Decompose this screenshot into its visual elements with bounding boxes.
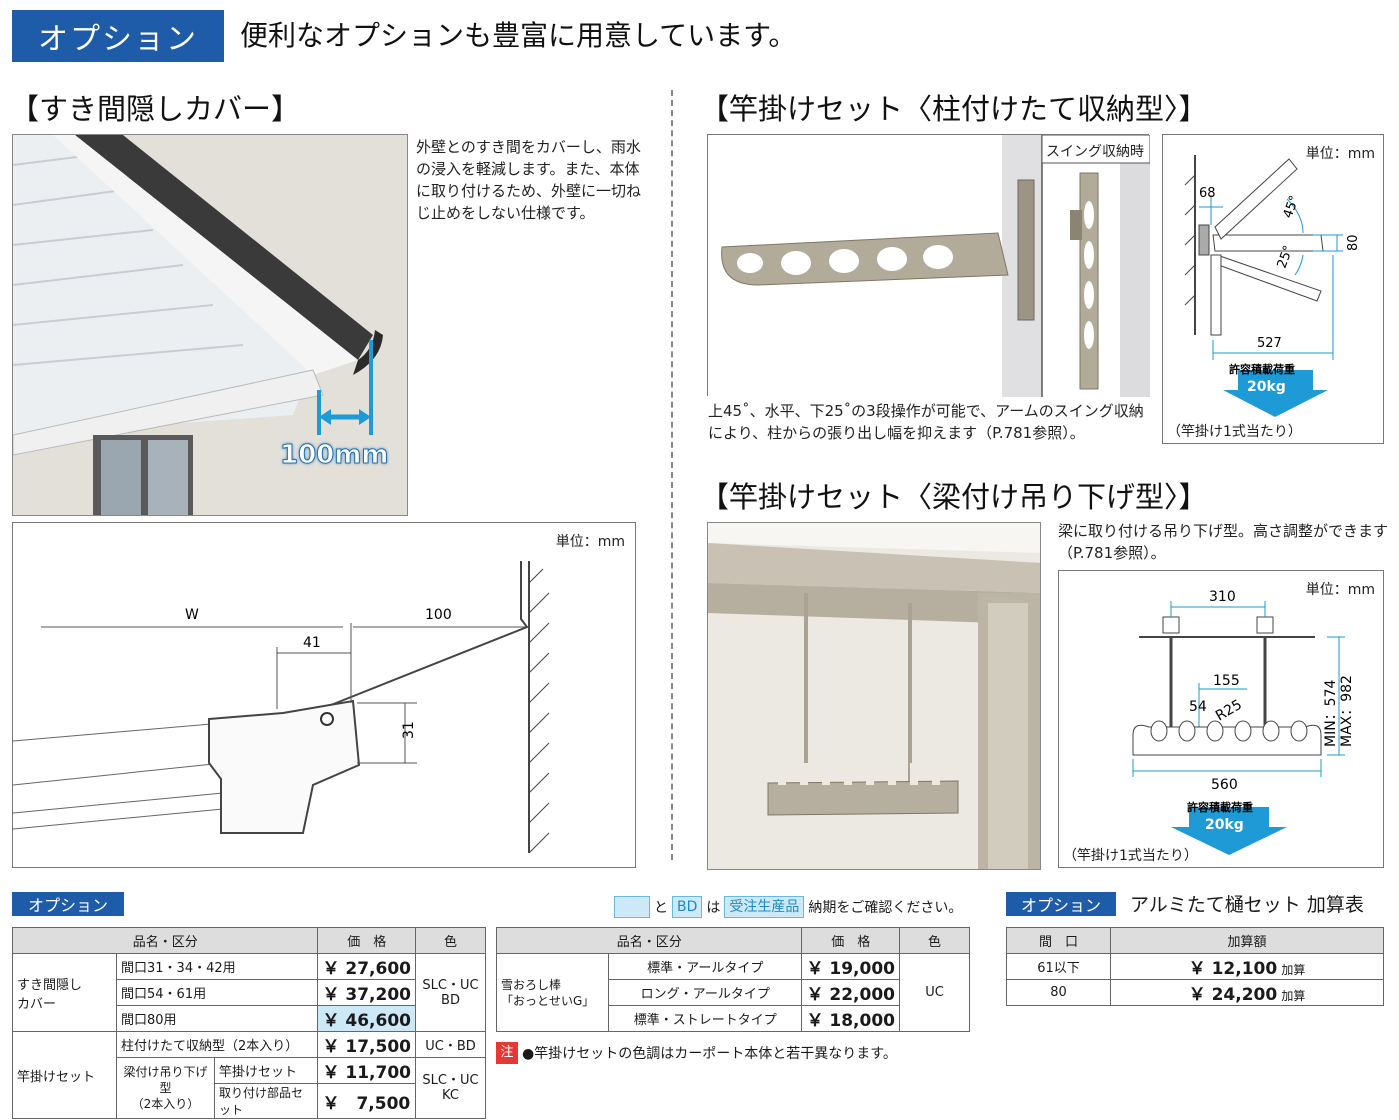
beam-load-label: 許容積載荷重	[1187, 800, 1253, 814]
t2-color: UC	[899, 953, 970, 1032]
dim-310: 310	[1209, 589, 1236, 605]
table3-title: アルミたて樋セット 加算表	[1130, 894, 1364, 916]
section-divider	[671, 90, 673, 860]
t1-item: 竿掛けセット	[213, 1057, 319, 1084]
t1-subgroup-beam: 梁付け吊り下げ型 （2本入り）	[116, 1057, 215, 1119]
dim-68: 68	[1199, 186, 1216, 201]
t2-item: ロング・アールタイプ	[607, 979, 803, 1006]
pole-pillar-unit: 単位：mm	[1305, 146, 1375, 162]
angle-45: 45°	[1281, 194, 1303, 221]
t2-header-item: 品名・区分	[495, 927, 803, 954]
pole-pillar-title: 【竿掛けセット〈柱付けたて収納型〉】	[700, 92, 1208, 126]
legend-text: 納期をご確認ください。	[808, 900, 963, 916]
t1-item: 間口31・34・42用	[115, 953, 319, 980]
pole-beam-unit: 単位：mm	[1305, 582, 1375, 598]
cover-diagram-unit: 単位：mm	[555, 534, 625, 550]
dim-100: 100	[425, 607, 452, 623]
note-text: ●竿掛けセットの色調はカーポート本体と若干異なります。	[522, 1046, 897, 1062]
legend-wa: は	[706, 900, 721, 916]
pole-beam-diagram: 単位：mm 310 155 54 R25 560 MIN：574 MAX：982…	[1058, 570, 1384, 868]
dim-560: 560	[1211, 777, 1238, 793]
t2-item: 標準・ストレートタイプ	[607, 1005, 803, 1032]
options-table: 品名・区分 価 格 色 すき間隠し カバー 間口31・34・42用 ￥ 27,6…	[11, 927, 486, 1119]
t1-price: ￥ 7,500	[317, 1083, 416, 1119]
legend-and: と	[654, 900, 668, 916]
dim-527: 527	[1257, 336, 1282, 351]
dim-31: 31	[401, 721, 417, 739]
t2-price: ￥ 19,000	[801, 953, 900, 980]
t3-suffix: 加算	[1281, 989, 1306, 1003]
t2-item: 標準・アールタイプ	[607, 953, 803, 980]
dim-max: MAX：982	[1339, 675, 1355, 747]
snow-rake-table: 品名・区分 価 格 色 雪おろし棒 「おっとせいG」 標準・アールタイプ ￥ 1…	[495, 927, 970, 1032]
t1-group-pole: 竿掛けセット	[12, 1031, 117, 1119]
dim-80: 80	[1346, 234, 1361, 251]
swing-label: スイング収納時	[1046, 144, 1144, 160]
pole-pillar-diagram: 単位：mm 68 45° 25° 80 527 許容積載荷重 20kg （竿掛け…	[1162, 134, 1384, 444]
t2-header-color: 色	[899, 927, 970, 954]
cover-dimension-label: 100mm	[279, 440, 389, 471]
pole-pillar-photo: スイング収納時	[707, 134, 1150, 397]
dim-min: MIN：574	[1323, 680, 1339, 747]
t3-price: ￥ 24,200	[1188, 985, 1278, 1005]
legend: と BD は 受注生産品 納期をご確認ください。	[614, 896, 962, 918]
header-badge: オプション	[12, 10, 224, 62]
pole-beam-title: 【竿掛けセット〈梁付け吊り下げ型〉】	[700, 480, 1208, 514]
t3-price: ￥ 12,100	[1188, 959, 1278, 979]
legend-made-to-order: 受注生産品	[724, 896, 805, 918]
t1-price: ￥ 11,700	[317, 1057, 416, 1084]
dim-155: 155	[1213, 673, 1240, 689]
t1-price-made-to-order: ￥ 46,600	[317, 1005, 416, 1032]
dim-41: 41	[303, 635, 321, 651]
note: 注 ●竿掛けセットの色調はカーポート本体と若干異なります。	[496, 1042, 897, 1064]
note-mark: 注	[496, 1042, 518, 1064]
legend-bd: BD	[672, 896, 703, 918]
t1-price: ￥ 17,500	[317, 1031, 416, 1058]
t2-group: 雪おろし棒 「おっとせいG」	[496, 953, 609, 1032]
cover-title: 【すき間隠しカバー】	[10, 92, 301, 126]
pole-beam-photo	[707, 522, 1041, 870]
cover-description: 外壁とのすき間をカバーし、雨水の浸入を軽減します。また、本体に取り付けるため、外…	[416, 138, 642, 222]
t3-header-width: 間 口	[1006, 927, 1111, 954]
legend-swatch	[614, 896, 650, 918]
t1-item: 間口54・61用	[115, 979, 319, 1006]
t1-price: ￥ 27,600	[317, 953, 416, 980]
gutter-table: 間 口 加算額 61以下 ￥ 12,100 加算 80 ￥ 24,200 加算	[1006, 927, 1384, 1006]
beam-load-per: （竿掛け1式当たり）	[1063, 848, 1198, 864]
pole-pillar-description: 上45˚、水平、下25˚の3段操作が可能で、アームのスイング収納により、柱からの…	[708, 402, 1144, 442]
beam-load-value: 20kg	[1205, 817, 1244, 833]
table1-badge: オプション	[12, 892, 124, 916]
pole-beam-description: 梁に取り付ける吊り下げ型。高さ調整ができます（P.781参照）。	[1058, 522, 1389, 562]
t1-item: 取り付け部品セット	[213, 1083, 319, 1119]
t1-price: ￥ 37,200	[317, 979, 416, 1006]
dim-54: 54	[1189, 699, 1207, 715]
t1-item: 柱付けたて収納型（2本入り）	[115, 1031, 319, 1058]
dim-w: W	[185, 607, 199, 623]
t1-header-price: 価 格	[317, 927, 416, 954]
table3-badge: オプション	[1006, 892, 1116, 916]
cover-diagram: 単位：mm W 100 41 31	[12, 522, 636, 868]
t3-width: 80	[1006, 979, 1111, 1006]
t3-header-price: 加算額	[1110, 927, 1384, 954]
header-text: 便利なオプションも豊富に用意しています。	[240, 19, 797, 52]
t1-header-item: 品名・区分	[11, 927, 319, 954]
angle-25: 25°	[1275, 244, 1297, 271]
cover-photo	[12, 134, 408, 516]
t1-item: 間口80用	[115, 1005, 319, 1032]
t2-price: ￥ 18,000	[801, 1005, 900, 1032]
t2-header-price: 価 格	[801, 927, 900, 954]
t1-header-color: 色	[415, 927, 486, 954]
t1-color: SLC・UC BD	[415, 953, 486, 1032]
t2-price: ￥ 22,000	[801, 979, 900, 1006]
t1-color: UC・BD	[415, 1031, 486, 1058]
load-value: 20kg	[1247, 379, 1286, 395]
t1-group-cover: すき間隠し カバー	[12, 953, 117, 1032]
radius-25: R25	[1213, 697, 1245, 725]
load-per: （竿掛け1式当たり）	[1167, 424, 1302, 440]
load-label: 許容積載荷重	[1229, 362, 1295, 376]
t3-width: 61以下	[1006, 953, 1111, 980]
t3-suffix: 加算	[1281, 963, 1306, 977]
t1-color: SLC・UC KC	[415, 1057, 486, 1119]
